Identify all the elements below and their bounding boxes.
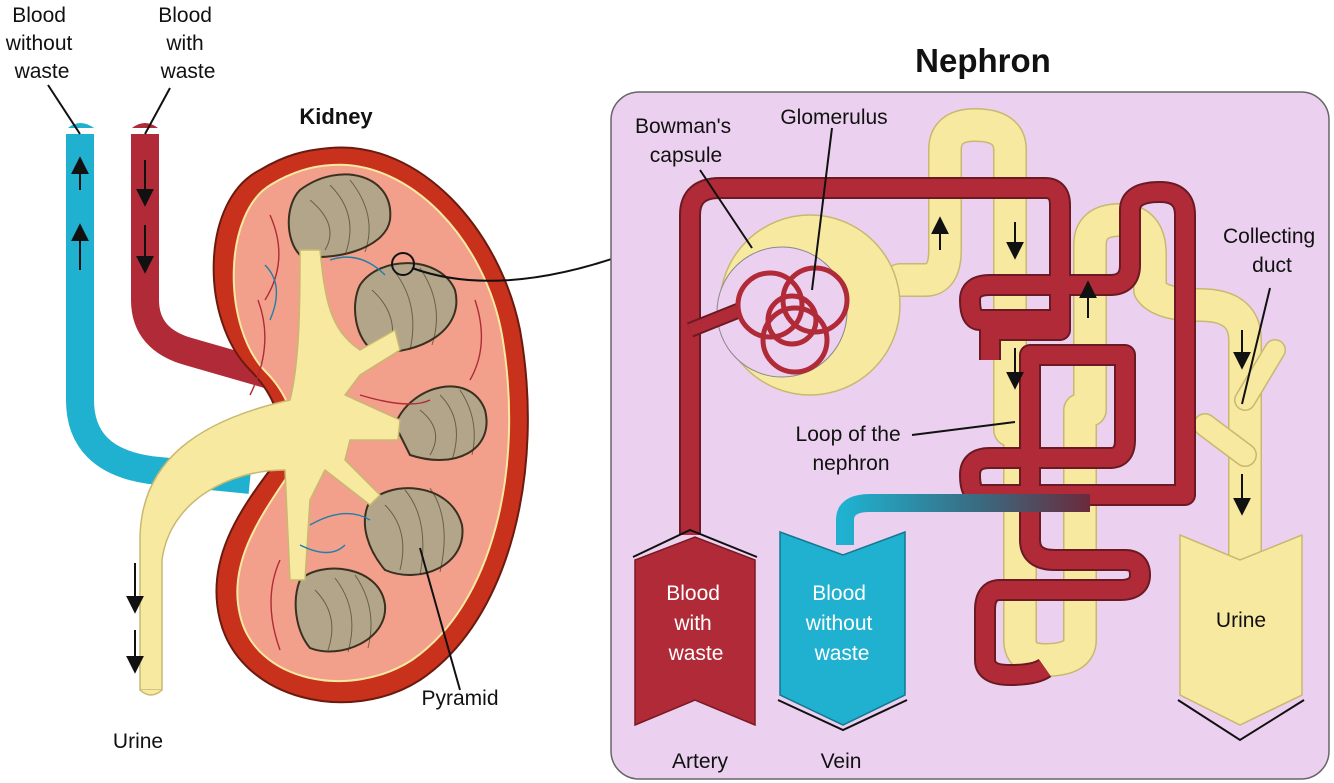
label-bowmans-capsule: Bowman's capsule <box>635 115 737 167</box>
label-loop-of-nephron: Loop of the nephron <box>796 423 907 475</box>
label-blood-with-waste-left: Blood with waste <box>158 4 218 83</box>
zoom-circle <box>391 252 415 276</box>
vein-arrow <box>779 530 906 726</box>
label-glomerulus: Glomerulus <box>780 106 887 129</box>
kidney-panel: Blood without waste Blood with waste Kid… <box>5 4 634 753</box>
zoom-arrow <box>411 249 634 282</box>
pyramid-5 <box>294 567 387 653</box>
label-vein: Vein <box>821 750 862 773</box>
renal-artery <box>131 134 274 389</box>
label-urine-left: Urine <box>113 730 163 753</box>
nephron-title: Nephron <box>915 42 1051 79</box>
renal-pelvis <box>139 249 401 691</box>
pyramid-2 <box>354 262 458 354</box>
artery-arrow <box>634 536 756 727</box>
pyramid-3 <box>393 385 488 461</box>
urine-arrow <box>1179 533 1303 726</box>
label-collecting-duct: Collecting duct <box>1223 225 1321 277</box>
pyramid-1 <box>287 173 392 258</box>
renal-vein <box>66 134 252 494</box>
glomerulus-knot <box>735 265 850 375</box>
peritubular-capillaries <box>679 177 1196 686</box>
label-vein-arrow-text: Blood without waste <box>805 582 878 665</box>
nephron-panel: Nephron <box>610 42 1330 780</box>
venule <box>836 494 1090 545</box>
nephron-tubule <box>883 108 1286 677</box>
label-blood-without-waste-left: Blood without waste <box>5 4 78 83</box>
pyramid-group <box>287 173 488 653</box>
kidney-title: Kidney <box>299 104 373 129</box>
label-artery-arrow-text: Blood with waste <box>666 582 726 665</box>
label-pyramid: Pyramid <box>421 687 498 710</box>
label-urine-arrow-text: Urine <box>1216 609 1266 632</box>
pyramid-4 <box>363 487 464 576</box>
label-artery: Artery <box>672 750 729 773</box>
